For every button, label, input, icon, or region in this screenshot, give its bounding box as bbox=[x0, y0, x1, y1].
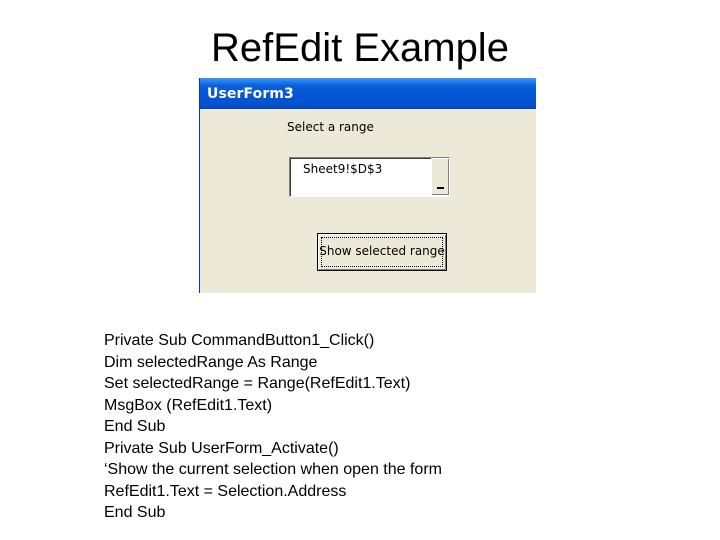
button-focus-rect bbox=[321, 237, 443, 267]
refedit-input[interactable]: Sheet9!$D$3 bbox=[289, 157, 450, 197]
code-line: ‘Show the current selection when open th… bbox=[104, 461, 442, 478]
refedit-collapse-button[interactable] bbox=[431, 158, 449, 195]
userform-window: UserForm3 Select a range Sheet9!$D$3 Sho… bbox=[199, 78, 536, 293]
code-line: Set selectedRange = Range(RefEdit1.Text) bbox=[104, 375, 411, 392]
window-titlebar[interactable]: UserForm3 bbox=[200, 78, 536, 109]
code-line: Private Sub UserForm_Activate() bbox=[104, 439, 339, 457]
code-line: Dim selectedRange As Range bbox=[104, 353, 318, 371]
slide-title: RefEdit Example bbox=[211, 26, 509, 70]
form-client-area: Select a range Sheet9!$D$3 Show selected… bbox=[203, 109, 536, 293]
refedit-value: Sheet9!$D$3 bbox=[303, 162, 383, 176]
code-line: Private Sub CommandButton1_Click() bbox=[104, 332, 375, 349]
code-line: End Sub bbox=[104, 504, 166, 521]
show-selected-range-button[interactable]: Show selected range bbox=[317, 233, 447, 271]
collapse-dialog-icon bbox=[437, 187, 444, 189]
code-line: MsgBox (RefEdit1.Text) bbox=[104, 396, 273, 414]
code-line: End Sub bbox=[104, 418, 166, 435]
show-selected-range-label: Show selected range bbox=[319, 244, 445, 258]
select-range-label: Select a range bbox=[287, 120, 374, 134]
window-title: UserForm3 bbox=[207, 86, 294, 102]
vba-code-block: Private Sub CommandButton1_Click() Dim s… bbox=[104, 330, 442, 524]
code-line: RefEdit1.Text = Selection.Address bbox=[104, 482, 347, 500]
